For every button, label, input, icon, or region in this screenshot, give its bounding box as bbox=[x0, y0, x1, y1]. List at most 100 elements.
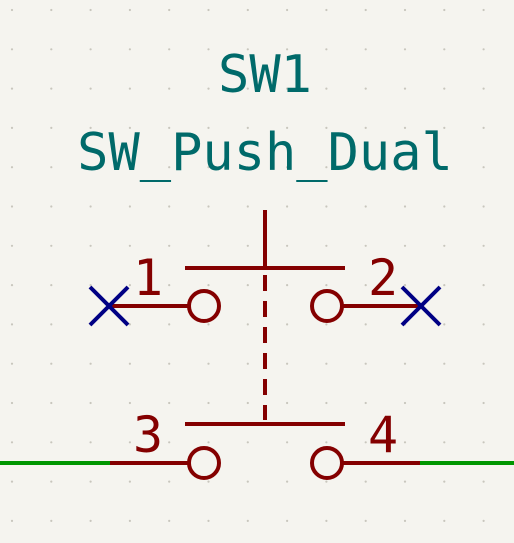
grid-dot bbox=[128, 441, 131, 444]
grid-dot bbox=[128, 323, 131, 326]
component-value[interactable]: SW_Push_Dual bbox=[77, 123, 453, 183]
grid-dot bbox=[403, 362, 407, 365]
grid-dot bbox=[168, 480, 171, 483]
background-grid bbox=[10, 8, 485, 523]
grid-dot bbox=[403, 126, 407, 129]
grid-dot bbox=[246, 205, 249, 208]
grid-dot bbox=[443, 323, 446, 326]
grid-dot bbox=[246, 87, 249, 90]
grid-dot bbox=[168, 401, 171, 405]
contact-circle-pin-2 bbox=[310, 289, 344, 323]
pin-number-1: 1 bbox=[133, 249, 163, 307]
grid-dot bbox=[50, 362, 53, 365]
grid-dot bbox=[128, 284, 131, 287]
grid-dot bbox=[50, 8, 53, 12]
grid-dot bbox=[325, 205, 328, 208]
grid-dot bbox=[89, 48, 92, 51]
no-connect-flag-pin-2[interactable] bbox=[400, 285, 442, 327]
grid-dot bbox=[50, 401, 53, 405]
grid-dot bbox=[286, 480, 289, 483]
grid-dot bbox=[325, 480, 328, 483]
grid-dot bbox=[246, 126, 249, 129]
grid-dot bbox=[246, 441, 249, 444]
grid-dot bbox=[246, 8, 249, 12]
grid-dot bbox=[168, 362, 171, 365]
grid-dot bbox=[364, 87, 367, 90]
reference-designator[interactable]: SW1 bbox=[218, 45, 312, 105]
grid-dot bbox=[286, 323, 289, 326]
grid-dot bbox=[246, 166, 249, 169]
grid-dot bbox=[482, 362, 485, 365]
grid-dot bbox=[482, 126, 485, 129]
grid-dot bbox=[364, 48, 367, 51]
grid-dot bbox=[364, 126, 367, 129]
grid-dot bbox=[207, 323, 210, 326]
grid-dot bbox=[482, 441, 485, 444]
grid-dot bbox=[89, 126, 92, 129]
grid-dot bbox=[128, 48, 131, 51]
grid-dot bbox=[443, 126, 446, 129]
contact-circle-pin-1 bbox=[187, 289, 221, 323]
grid-dot bbox=[207, 87, 210, 90]
grid-dot bbox=[168, 8, 171, 12]
grid-dot bbox=[403, 166, 407, 169]
switch-symbol[interactable] bbox=[110, 210, 420, 480]
grid-dot bbox=[325, 284, 328, 287]
grid-dot bbox=[168, 48, 171, 51]
grid-dot bbox=[168, 87, 171, 90]
grid-dot bbox=[89, 519, 92, 523]
grid-dot bbox=[482, 87, 485, 90]
grid-dot bbox=[443, 205, 446, 208]
grid-dot bbox=[364, 323, 367, 326]
grid-dot bbox=[286, 519, 289, 523]
grid-dot bbox=[364, 441, 367, 444]
grid-dot bbox=[207, 244, 210, 247]
grid-dot bbox=[482, 166, 485, 169]
grid-dot bbox=[325, 166, 328, 169]
grid-dot bbox=[207, 166, 210, 169]
grid-dot bbox=[89, 8, 92, 12]
grid-dot bbox=[10, 362, 14, 365]
grid-dot bbox=[10, 166, 14, 169]
grid-dot bbox=[207, 48, 210, 51]
grid-dot bbox=[364, 8, 367, 12]
grid-dot bbox=[443, 519, 446, 523]
no-connect-flag-pin-1[interactable] bbox=[88, 285, 130, 327]
grid-dot bbox=[168, 244, 171, 247]
grid-dot bbox=[286, 244, 289, 247]
grid-dot bbox=[325, 441, 328, 444]
grid-dot bbox=[128, 244, 131, 247]
grid-dot bbox=[128, 205, 131, 208]
grid-dot bbox=[286, 284, 289, 287]
grid-dot bbox=[482, 205, 485, 208]
grid-dot bbox=[207, 284, 210, 287]
grid-dot bbox=[286, 87, 289, 90]
grid-dot bbox=[286, 441, 289, 444]
grid-dot bbox=[207, 205, 210, 208]
grid-dot bbox=[50, 244, 53, 247]
grid-dot bbox=[50, 48, 53, 51]
grid-dot bbox=[168, 284, 171, 287]
grid-dot bbox=[10, 284, 14, 287]
grid-dot bbox=[50, 480, 53, 483]
grid-dot bbox=[50, 441, 53, 444]
grid-dot bbox=[482, 244, 485, 247]
grid-dot bbox=[10, 205, 14, 208]
grid-dot bbox=[89, 480, 92, 483]
no-connect-stroke bbox=[400, 285, 442, 327]
grid-dot bbox=[443, 166, 446, 169]
grid-dot bbox=[443, 8, 446, 12]
grid-dot bbox=[10, 126, 14, 129]
grid-dot bbox=[325, 87, 328, 90]
grid-dot bbox=[403, 441, 407, 444]
grid-dot bbox=[207, 362, 210, 365]
grid-dot bbox=[128, 519, 131, 523]
grid-dot bbox=[403, 8, 407, 12]
grid-dot bbox=[50, 126, 53, 129]
contact-circle-pin-3 bbox=[187, 446, 221, 480]
grid-dot bbox=[403, 48, 407, 51]
grid-dot bbox=[403, 480, 407, 483]
grid-dot bbox=[246, 284, 249, 287]
grid-dot bbox=[207, 441, 210, 444]
grid-dot bbox=[286, 205, 289, 208]
